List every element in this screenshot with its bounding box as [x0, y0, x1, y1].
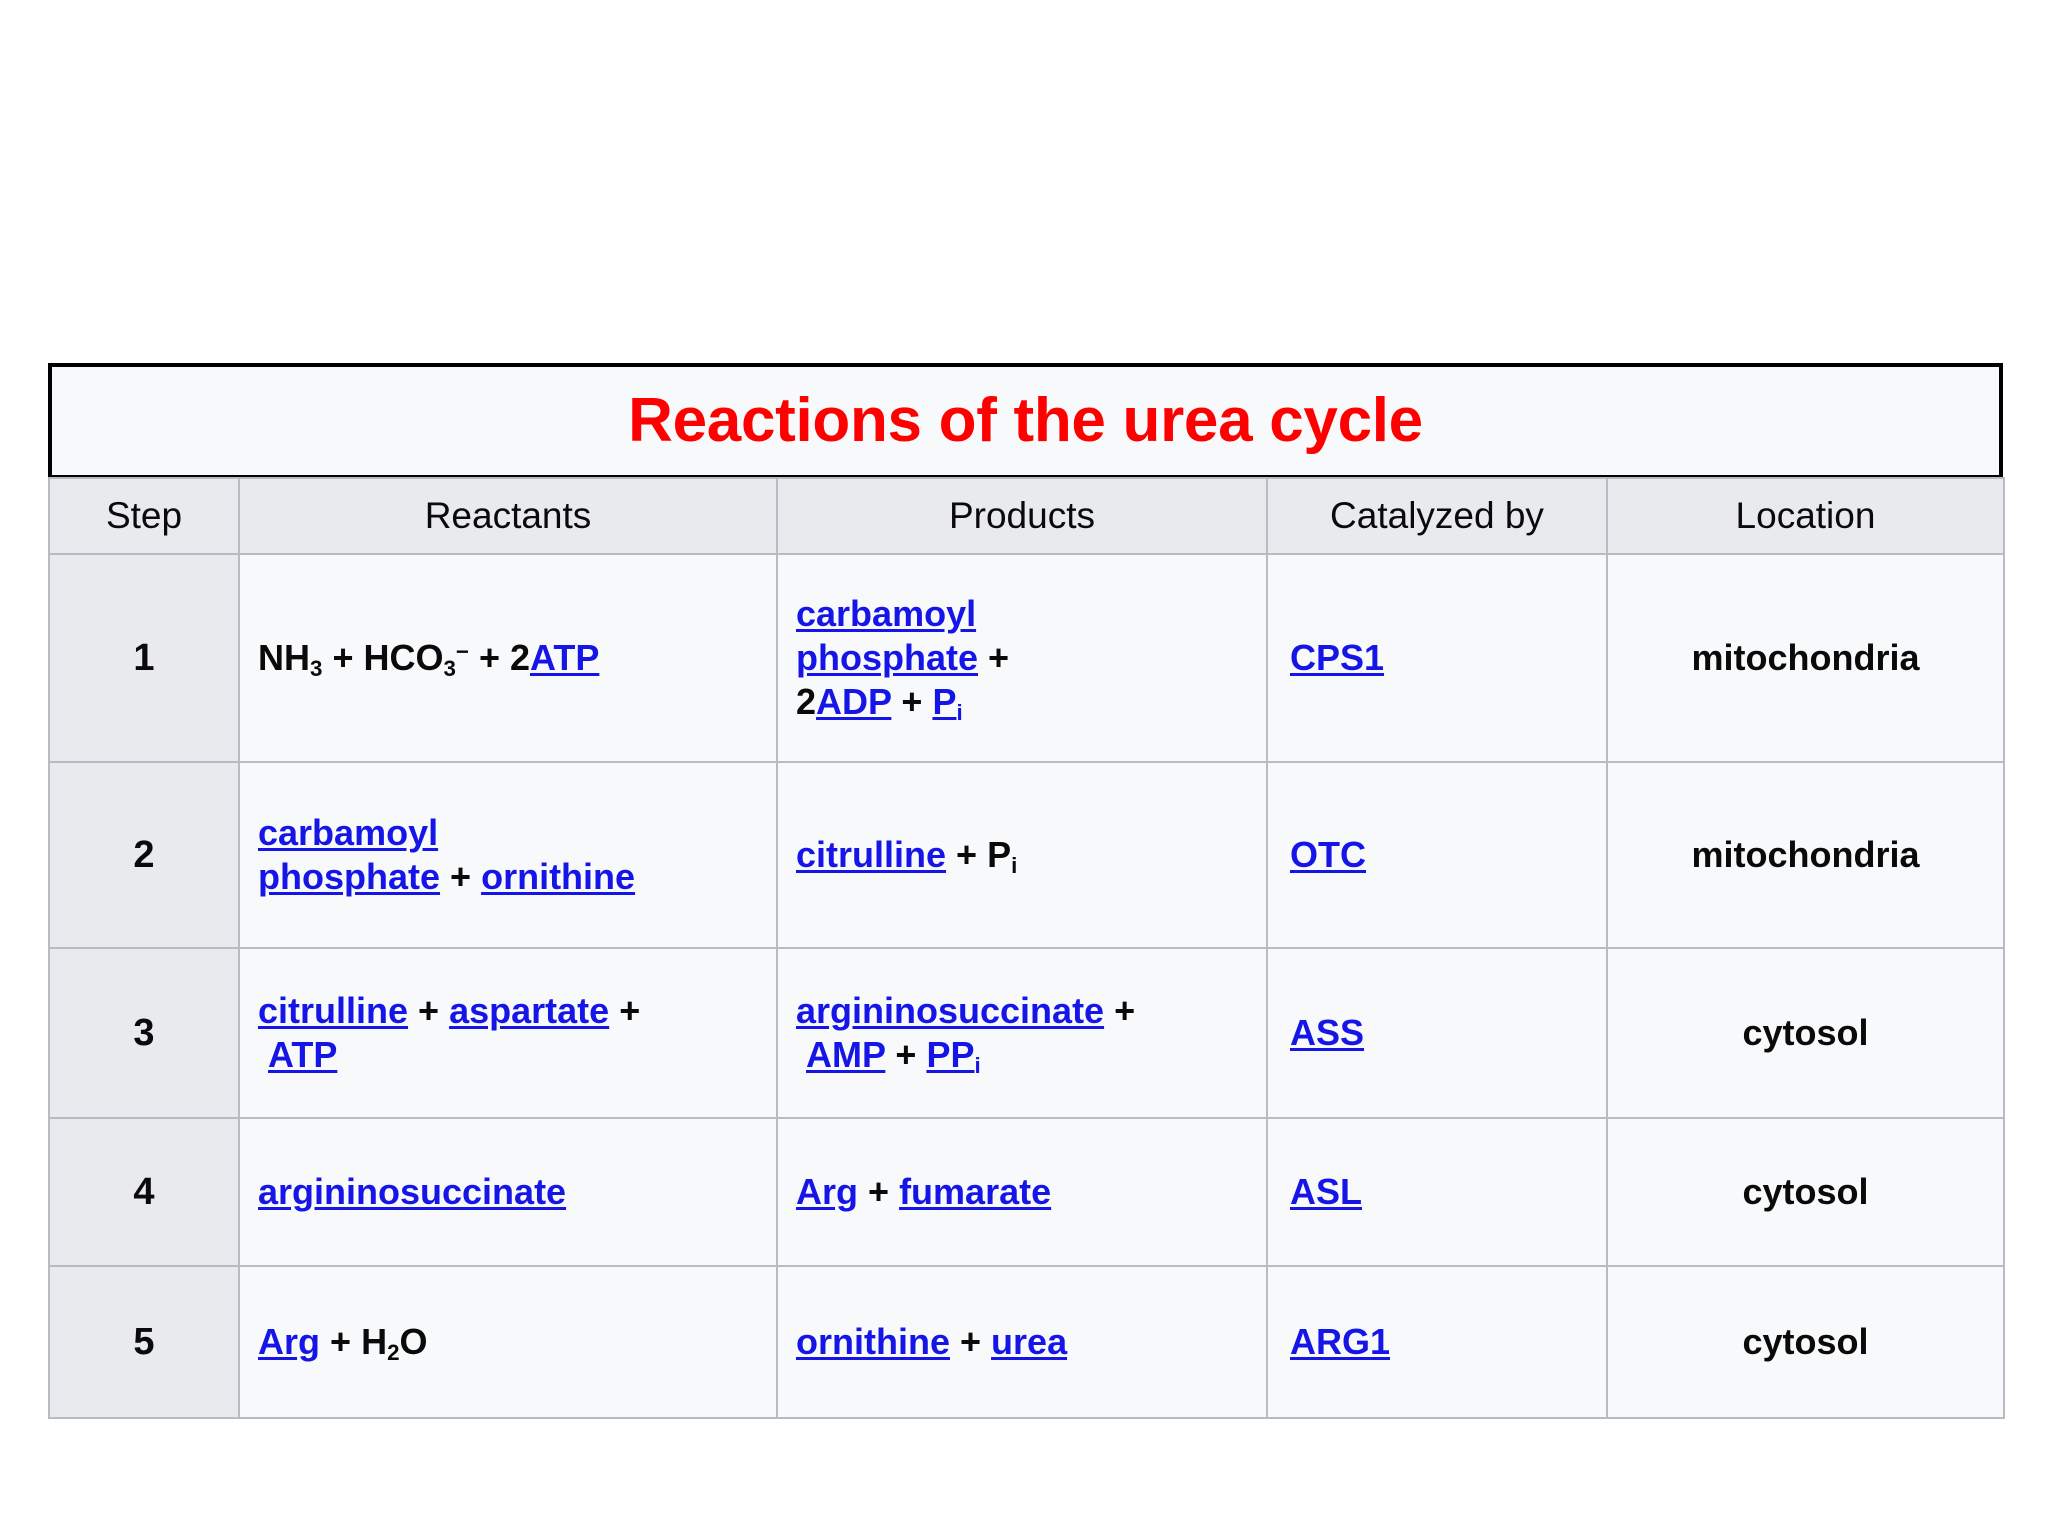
- table-row: 3 citrulline + aspartate + ATP: [48, 947, 2005, 1119]
- column-header-products: Products: [776, 477, 1268, 555]
- column-header-step: Step: [48, 477, 240, 555]
- link-atp[interactable]: ATP: [268, 1034, 338, 1075]
- cell-reactants-5: Arg + H2O: [238, 1265, 778, 1419]
- cell-location-2: mitochondria: [1606, 761, 2005, 949]
- link-cps1[interactable]: CPS1: [1290, 637, 1385, 679]
- plus-sign: +: [956, 834, 978, 876]
- table-row: 1 NH3 + HCO3− + 2ATP carbamoyl: [48, 553, 2005, 763]
- link-arg[interactable]: Arg: [258, 1321, 320, 1363]
- cell-catalyst-5: ARG1: [1266, 1265, 1608, 1419]
- link-ppi[interactable]: PPi: [926, 1034, 981, 1079]
- link-phosphate[interactable]: phosphate: [258, 856, 441, 897]
- cell-catalyst-2: OTC: [1266, 761, 1608, 949]
- cell-products-1: carbamoyl phosphate + 2ADP + Pi: [776, 553, 1268, 763]
- link-adp[interactable]: ADP: [816, 680, 892, 722]
- plus-sign: +: [988, 637, 1010, 679]
- link-carbamoyl[interactable]: carbamoyl: [796, 593, 977, 635]
- cell-catalyst-1: CPS1: [1266, 553, 1608, 763]
- table-row: 4 argininosuccinate Arg + fumarate: [48, 1117, 2005, 1267]
- plus-sign: +: [901, 680, 923, 722]
- plus-sign: +: [619, 990, 641, 1032]
- cell-location-4: cytosol: [1606, 1117, 2005, 1267]
- cell-reactants-1: NH3 + HCO3− + 2ATP: [238, 553, 778, 763]
- link-amp[interactable]: AMP: [806, 1034, 886, 1075]
- cell-products-2: citrulline + Pi: [776, 761, 1268, 949]
- formula-pi: Pi: [987, 834, 1018, 879]
- link-carbamoyl[interactable]: carbamoyl: [258, 812, 439, 854]
- column-header-catalyzedby: Catalyzed by: [1266, 477, 1608, 555]
- cell-location-3: cytosol: [1606, 947, 2005, 1119]
- link-phosphate[interactable]: phosphate: [796, 637, 979, 679]
- cell-step-1: 1: [48, 553, 240, 763]
- plus-sign: +: [450, 856, 472, 897]
- plus-sign: +: [478, 637, 500, 679]
- cell-catalyst-4: ASL: [1266, 1117, 1608, 1267]
- formula-nh3: NH3: [258, 637, 323, 682]
- cell-step-5: 5: [48, 1265, 240, 1419]
- cell-reactants-2: carbamoyl phosphate + ornithine: [238, 761, 778, 949]
- column-header-reactants: Reactants: [238, 477, 778, 555]
- link-arg[interactable]: Arg: [796, 1171, 858, 1213]
- link-ornithine[interactable]: ornithine: [796, 1321, 950, 1363]
- cell-step-2: 2: [48, 761, 240, 949]
- cell-products-3: argininosuccinate + AMP + PPi: [776, 947, 1268, 1119]
- page-title: Reactions of the urea cycle: [628, 386, 1423, 455]
- table-row: 2 carbamoyl phosphate + ornithine: [48, 761, 2005, 949]
- plus-sign: +: [868, 1171, 890, 1213]
- link-citrulline[interactable]: citrulline: [796, 834, 947, 876]
- link-fumarate[interactable]: fumarate: [899, 1171, 1052, 1213]
- link-argininosuccinate[interactable]: argininosuccinate: [796, 990, 1105, 1032]
- cell-step-4: 4: [48, 1117, 240, 1267]
- link-argininosuccinate[interactable]: argininosuccinate: [258, 1171, 567, 1213]
- header-row: Step Reactants Products Catalyzed by Loc…: [48, 477, 2005, 555]
- link-otc[interactable]: OTC: [1290, 834, 1366, 876]
- table-header: Step Reactants Products Catalyzed by Loc…: [48, 477, 2005, 555]
- urea-cycle-table: Step Reactants Products Catalyzed by Loc…: [48, 477, 2005, 1419]
- coefficient-2: 2: [510, 637, 531, 679]
- cell-products-4: Arg + fumarate: [776, 1117, 1268, 1267]
- cell-products-5: ornithine + urea: [776, 1265, 1268, 1419]
- table-title-banner: Reactions of the urea cycle: [48, 363, 2003, 479]
- plus-sign: +: [895, 1034, 917, 1075]
- link-ass[interactable]: ASS: [1290, 1012, 1365, 1054]
- formula-hco3: HCO3−: [363, 637, 469, 682]
- link-aspartate[interactable]: aspartate: [449, 990, 610, 1032]
- cell-location-5: cytosol: [1606, 1265, 2005, 1419]
- link-ornithine[interactable]: ornithine: [481, 856, 636, 897]
- link-pi[interactable]: Pi: [932, 680, 963, 726]
- link-asl[interactable]: ASL: [1290, 1171, 1362, 1213]
- table-body: 1 NH3 + HCO3− + 2ATP carbamoyl: [48, 553, 2005, 1419]
- link-atp[interactable]: ATP: [530, 637, 600, 679]
- cell-reactants-3: citrulline + aspartate + ATP: [238, 947, 778, 1119]
- cell-catalyst-3: ASS: [1266, 947, 1608, 1119]
- column-header-location: Location: [1606, 477, 2005, 555]
- cell-step-3: 3: [48, 947, 240, 1119]
- urea-cycle-table-container: Reactions of the urea cycle Step Reactan…: [48, 363, 2005, 1419]
- plus-sign: +: [332, 637, 354, 679]
- coefficient-2: 2: [796, 680, 817, 722]
- link-citrulline[interactable]: citrulline: [258, 990, 409, 1032]
- link-urea[interactable]: urea: [991, 1321, 1068, 1363]
- plus-sign: +: [330, 1321, 352, 1363]
- table-row: 5 Arg + H2O ornithine + urea: [48, 1265, 2005, 1419]
- plus-sign: +: [1114, 990, 1136, 1032]
- formula-h2o: H2O: [361, 1321, 428, 1366]
- plus-sign: +: [960, 1321, 982, 1363]
- plus-sign: +: [418, 990, 440, 1032]
- cell-location-1: mitochondria: [1606, 553, 2005, 763]
- link-arg1[interactable]: ARG1: [1290, 1321, 1391, 1363]
- cell-reactants-4: argininosuccinate: [238, 1117, 778, 1267]
